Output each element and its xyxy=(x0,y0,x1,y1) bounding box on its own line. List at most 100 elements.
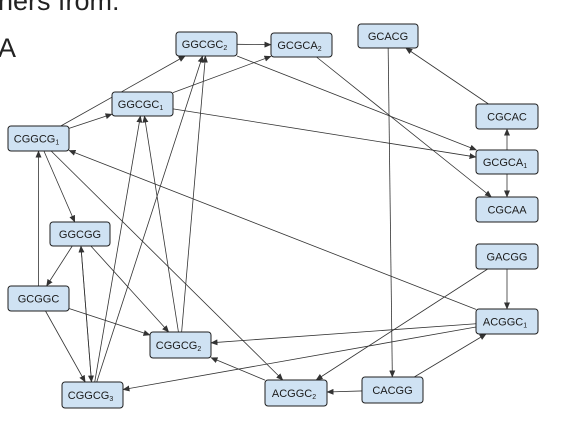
node-box xyxy=(475,196,539,223)
node-label: ACGGC1 xyxy=(483,316,527,329)
edge-acggc2-to-cggcg2 xyxy=(210,357,266,381)
node-box xyxy=(7,285,70,312)
edge-cggcg3-to-ggcgg xyxy=(78,245,92,383)
node-box xyxy=(361,376,424,404)
edge-acggc1-to-cggcg3 xyxy=(122,326,477,392)
node-label: GCGCA1 xyxy=(483,157,527,170)
node-label: GCGCA2 xyxy=(277,40,321,53)
node-box xyxy=(475,103,539,130)
edge-cggcg3-to-ggcgc2 xyxy=(96,55,204,383)
node-label: GCACG xyxy=(368,31,408,43)
node-box xyxy=(111,91,174,117)
node-label-subscript: 1 xyxy=(523,163,527,170)
node-label-base: CGCAA xyxy=(487,204,527,216)
node-label: CGCAA xyxy=(487,204,527,216)
node-label-subscript: 2 xyxy=(197,346,201,353)
node-acggc1[interactable]: ACGGC1 xyxy=(475,308,539,335)
caption-text-line2: A xyxy=(0,33,17,63)
node-label-base: GGCGC xyxy=(118,99,160,111)
node-ggcgc2[interactable]: GGCGC2 xyxy=(175,31,238,57)
edges-layer xyxy=(35,41,510,395)
node-label-base: GACGG xyxy=(487,251,528,263)
edge-cggcg2-to-ggcgc1 xyxy=(142,115,179,333)
edge-cacgg-to-acggc1 xyxy=(414,333,487,378)
node-label-base: ACGGC xyxy=(272,388,312,400)
node-cggcg1[interactable]: CGGCG1 xyxy=(7,125,70,152)
node-label-base: GCGCA xyxy=(483,157,524,169)
node-label: CGGCG1 xyxy=(14,133,60,146)
node-label: CACGG xyxy=(372,385,412,397)
node-label-subscript: 2 xyxy=(318,46,322,53)
edge-gcgca2-to-cgcaa xyxy=(316,56,492,198)
edge-gcggc-to-cggcg2 xyxy=(68,308,151,336)
edge-ggcgg-to-gcggc xyxy=(46,245,73,287)
node-label-subscript: 1 xyxy=(55,139,59,146)
node-label: GGCGC1 xyxy=(118,99,164,112)
node-label: ACGGC2 xyxy=(272,388,316,401)
node-box xyxy=(7,125,70,152)
edge-cggcg3-to-ggcgc1 xyxy=(94,115,143,383)
node-label-base: CACGG xyxy=(372,385,412,397)
node-gcacg[interactable]: GCACG xyxy=(357,23,419,49)
node-ggcgg[interactable]: GGCGG xyxy=(49,221,111,247)
node-acggc2[interactable]: ACGGC2 xyxy=(264,379,328,407)
node-label: GGCGC2 xyxy=(182,39,228,52)
node-gcgca2[interactable]: GCGCA2 xyxy=(270,32,333,58)
node-label-subscript: 1 xyxy=(159,105,163,112)
node-label-subscript: 3 xyxy=(109,396,113,403)
edge-gacgg-to-acggc2 xyxy=(315,268,488,381)
edge-gcggc-to-cggcg3 xyxy=(45,310,86,383)
node-label-base: CGGCG xyxy=(14,133,56,145)
edge-cacgg-to-acggc2 xyxy=(326,388,363,395)
node-box xyxy=(264,379,328,407)
node-label-base: GCGCA xyxy=(277,40,318,52)
node-cggcg2[interactable]: CGGCG2 xyxy=(149,331,212,359)
node-cacgg[interactable]: CACGG xyxy=(361,376,424,404)
edge-gcacg-to-cacgg xyxy=(387,47,396,378)
edge-cggcg1-to-acggc2 xyxy=(50,150,284,381)
node-label-base: CGCAC xyxy=(487,111,527,123)
edge-cggcg1-to-ggcgc1 xyxy=(68,113,113,129)
node-box xyxy=(270,32,333,58)
node-gcggc[interactable]: GCGGC xyxy=(7,285,70,312)
node-label: CGGCG2 xyxy=(156,340,202,353)
node-label-base: GCGGC xyxy=(18,293,60,305)
node-label-base: GGCGG xyxy=(59,229,101,241)
node-box xyxy=(149,331,212,359)
node-label-subscript: 2 xyxy=(312,394,316,401)
edge-cggcg1-to-ggcgc2 xyxy=(60,55,186,127)
node-box xyxy=(175,31,238,57)
edge-cgcac-to-gcacg xyxy=(405,47,489,105)
node-label-base: GCACG xyxy=(368,31,408,43)
node-label-base: CGGCG xyxy=(68,390,110,402)
node-label-base: ACGGC xyxy=(483,316,523,328)
edge-acggc1-to-cggcg1 xyxy=(68,149,477,310)
node-ggcgc1[interactable]: GGCGC1 xyxy=(111,91,174,117)
node-label: CGGCG3 xyxy=(68,390,114,403)
node-label: GGCGG xyxy=(59,229,101,241)
edge-cggcg1-to-ggcgg xyxy=(43,150,76,223)
node-box xyxy=(475,243,539,270)
node-label: CGCAC xyxy=(487,111,527,123)
node-box xyxy=(475,149,539,175)
edge-acggc1-to-cggcg2 xyxy=(210,323,477,346)
node-cgcac[interactable]: CGCAC xyxy=(475,103,539,130)
caption-text: ners from: xyxy=(0,0,120,16)
edge-ggcgc2-to-gcgca1 xyxy=(236,55,477,151)
node-cggcg3[interactable]: CGGCG3 xyxy=(61,381,124,409)
node-gacgg[interactable]: GACGG xyxy=(475,243,539,270)
node-label-base: GGCGC xyxy=(182,39,224,51)
node-cgcaa[interactable]: CGCAA xyxy=(475,196,539,223)
edge-ggcgc1-to-gcgca1 xyxy=(172,108,477,160)
node-label: GCGGC xyxy=(18,293,60,305)
edge-ggcgg-to-cggcg2 xyxy=(90,245,170,333)
node-gcgca1[interactable]: GCGCA1 xyxy=(475,149,539,175)
node-box xyxy=(357,23,419,49)
node-label-subscript: 2 xyxy=(223,45,227,52)
edge-cggcg2-to-ggcgc2 xyxy=(181,55,208,333)
node-label-subscript: 1 xyxy=(523,322,527,329)
node-box xyxy=(475,308,539,335)
node-label: GACGG xyxy=(487,251,528,263)
node-box xyxy=(61,381,124,409)
